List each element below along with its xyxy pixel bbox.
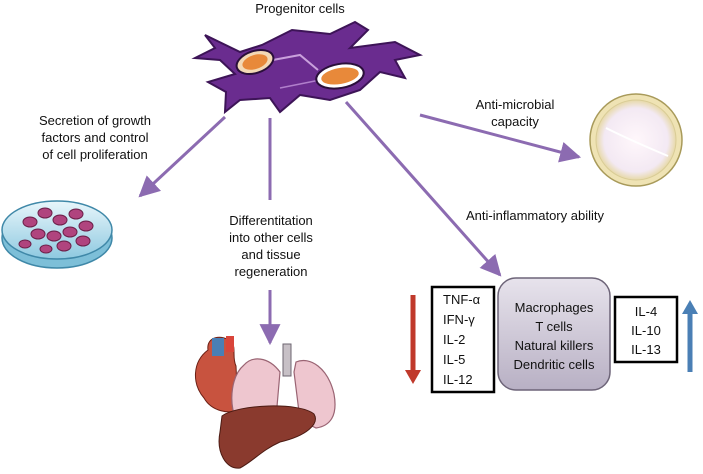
progenitor-cells-illustration [191,20,423,115]
cytokine-item: IFN-γ [443,312,475,327]
antiinflammatory-label: Anti-inflammatory ability [466,208,604,223]
differentiation-label-line: and tissue [241,247,301,262]
immune-cells-list: Macrophages T cells Natural killers Dend… [498,298,610,374]
cytokine-item: TNF-α [443,292,481,307]
differentiation-label-line: regeneration [234,264,308,279]
increase-arrow-icon [682,300,698,372]
antimicrobial-label: Anti-microbial capacity [450,96,580,130]
decrease-arrow-icon [405,295,421,384]
antimicrobial-label-line: Anti-microbial [475,97,555,112]
decreased-cytokines-list: TNF-α IFN-γ IL-2 IL-5 IL-12 [443,291,493,388]
secretion-label-line: Secretion of growth [38,113,151,128]
cytokine-item: IL-10 [631,323,661,338]
arrow-to-antiinflammatory [344,101,502,277]
diagram-title: Progenitor cells [255,1,345,16]
immune-cell-item: Dendritic cells [513,357,595,372]
petri-dish-illustration [589,93,683,187]
secretion-label-line: of cell proliferation [42,147,148,162]
antimicrobial-label-line: capacity [491,114,539,129]
differentiation-label: Differentitation into other cells and ti… [196,212,346,280]
decreased-cytokines-box [430,285,496,394]
differentiation-label-line: into other cells [229,230,313,245]
immune-cells-box [497,277,611,391]
immune-cell-item: T cells [535,319,573,334]
cytokine-item: IL-5 [443,352,466,367]
cytokine-item: IL-4 [634,304,658,319]
increased-cytokines-list: IL-4 IL-10 IL-13 [615,302,677,359]
immune-cell-item: Macrophages [514,300,594,315]
arrow-to-secretion [138,115,227,198]
organs-illustration [195,336,336,469]
culture-dish-illustration [1,200,113,269]
cytokine-item: IL-13 [631,342,661,357]
cytokine-item: IL-2 [443,332,466,347]
differentiation-label-line: Differentitation [229,213,313,228]
secretion-label-line: factors and control [41,130,149,145]
increased-cytokines-box [613,295,679,364]
arrow-to-antimicrobial [419,113,582,163]
secretion-label: Secretion of growth factors and control … [0,112,190,163]
immune-cell-item: Natural killers [514,338,594,353]
cytokine-item: IL-12 [443,372,473,387]
